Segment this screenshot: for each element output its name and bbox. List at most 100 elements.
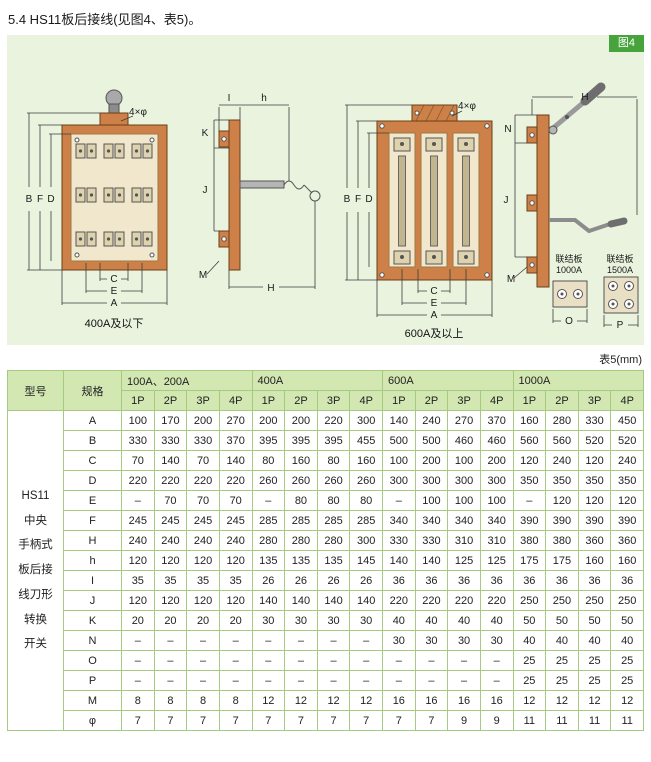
value-cell: – — [316, 670, 351, 691]
dimension-label: A — [111, 298, 118, 309]
spec-cell: H — [63, 530, 122, 551]
value-cell: 240 — [610, 450, 644, 471]
value-cell: 7 — [251, 710, 286, 731]
dimension-label: P — [617, 320, 624, 331]
spec-cell: F — [63, 510, 122, 531]
value-cell: – — [479, 670, 514, 691]
section-heading: 5.4 HS11板后接线(见图4、表5)。 — [8, 12, 202, 27]
value-cell: 350 — [512, 470, 547, 491]
value-cell: 30 — [479, 630, 514, 651]
value-cell: 260 — [316, 470, 351, 491]
value-cell: 35 — [218, 570, 253, 591]
value-cell: 36 — [610, 570, 644, 591]
value-cell: 16 — [479, 690, 514, 711]
value-cell: 36 — [577, 570, 612, 591]
value-cell: 30 — [447, 630, 481, 651]
value-cell: 285 — [284, 510, 318, 531]
value-cell: 9 — [447, 710, 481, 731]
value-cell: 16 — [414, 690, 449, 711]
value-cell: 7 — [121, 710, 155, 731]
value-cell: 26 — [349, 570, 383, 591]
value-cell: 80 — [349, 490, 383, 511]
value-cell: 245 — [153, 510, 188, 531]
value-cell: 285 — [316, 510, 351, 531]
value-cell: 70 — [218, 490, 253, 511]
value-cell: 25 — [512, 670, 547, 691]
value-cell: 240 — [186, 530, 220, 551]
value-cell: 245 — [186, 510, 220, 531]
figure-caption: 400A及以下 — [85, 318, 144, 330]
value-cell: 520 — [610, 430, 644, 451]
subcol-header: 1P — [512, 390, 547, 411]
table-caption: 表5(mm) — [599, 354, 642, 366]
value-cell: – — [186, 670, 220, 691]
dimension-label: O — [565, 316, 573, 327]
value-cell: 360 — [610, 530, 644, 551]
value-cell: 350 — [577, 470, 612, 491]
value-cell: – — [284, 670, 318, 691]
value-cell: 70 — [153, 490, 188, 511]
figure-panel: 图4 — [7, 35, 644, 345]
value-cell: 140 — [251, 590, 286, 611]
value-cell: 340 — [414, 510, 449, 531]
subcol-header: 2P — [414, 390, 449, 411]
value-cell: 36 — [382, 570, 416, 591]
value-cell: 250 — [545, 590, 579, 611]
dimension-label: C — [110, 274, 117, 285]
value-cell: 25 — [512, 650, 547, 671]
subcol-header: 1P — [251, 390, 286, 411]
value-cell: 240 — [153, 530, 188, 551]
value-cell: 240 — [218, 530, 253, 551]
dimension-label: J — [504, 195, 509, 206]
spec-cell: P — [63, 670, 122, 691]
value-cell: 12 — [610, 690, 644, 711]
subcol-header: 3P — [186, 390, 220, 411]
value-cell: 450 — [610, 410, 644, 431]
value-cell: 16 — [382, 690, 416, 711]
group-header: 600A — [382, 370, 514, 391]
value-cell: – — [316, 630, 351, 651]
value-cell: 200 — [186, 410, 220, 431]
value-cell: 20 — [121, 610, 155, 631]
value-cell: 360 — [577, 530, 612, 551]
spec-cell: B — [63, 430, 122, 451]
value-cell: – — [512, 490, 547, 511]
value-cell: 200 — [251, 410, 286, 431]
value-cell: 460 — [479, 430, 514, 451]
value-cell: 160 — [577, 550, 612, 571]
value-cell: 140 — [316, 590, 351, 611]
value-cell: 120 — [153, 590, 188, 611]
dimension-label: F — [355, 194, 361, 205]
value-cell: 240 — [414, 410, 449, 431]
value-cell: 36 — [414, 570, 449, 591]
value-cell: 220 — [121, 470, 155, 491]
value-cell: 11 — [512, 710, 547, 731]
dimension-label: C — [430, 286, 437, 297]
value-cell: 160 — [512, 410, 547, 431]
model-line: 板后接 — [18, 564, 53, 577]
value-cell: 330 — [186, 430, 220, 451]
value-cell: 280 — [316, 530, 351, 551]
value-cell: 300 — [447, 470, 481, 491]
value-cell: 220 — [218, 470, 253, 491]
operating-rod — [239, 180, 285, 189]
value-cell: 160 — [349, 450, 383, 471]
value-cell: – — [349, 650, 383, 671]
value-cell: 11 — [610, 710, 644, 731]
value-cell: 9 — [479, 710, 514, 731]
value-cell: 260 — [349, 470, 383, 491]
figure-badge: 图4 — [608, 35, 644, 52]
value-cell: 285 — [349, 510, 383, 531]
value-cell: 40 — [447, 610, 481, 631]
value-cell: 500 — [414, 430, 449, 451]
value-cell: 12 — [251, 690, 286, 711]
value-cell: – — [251, 630, 286, 651]
value-cell: 70 — [186, 490, 220, 511]
value-cell: 390 — [512, 510, 547, 531]
